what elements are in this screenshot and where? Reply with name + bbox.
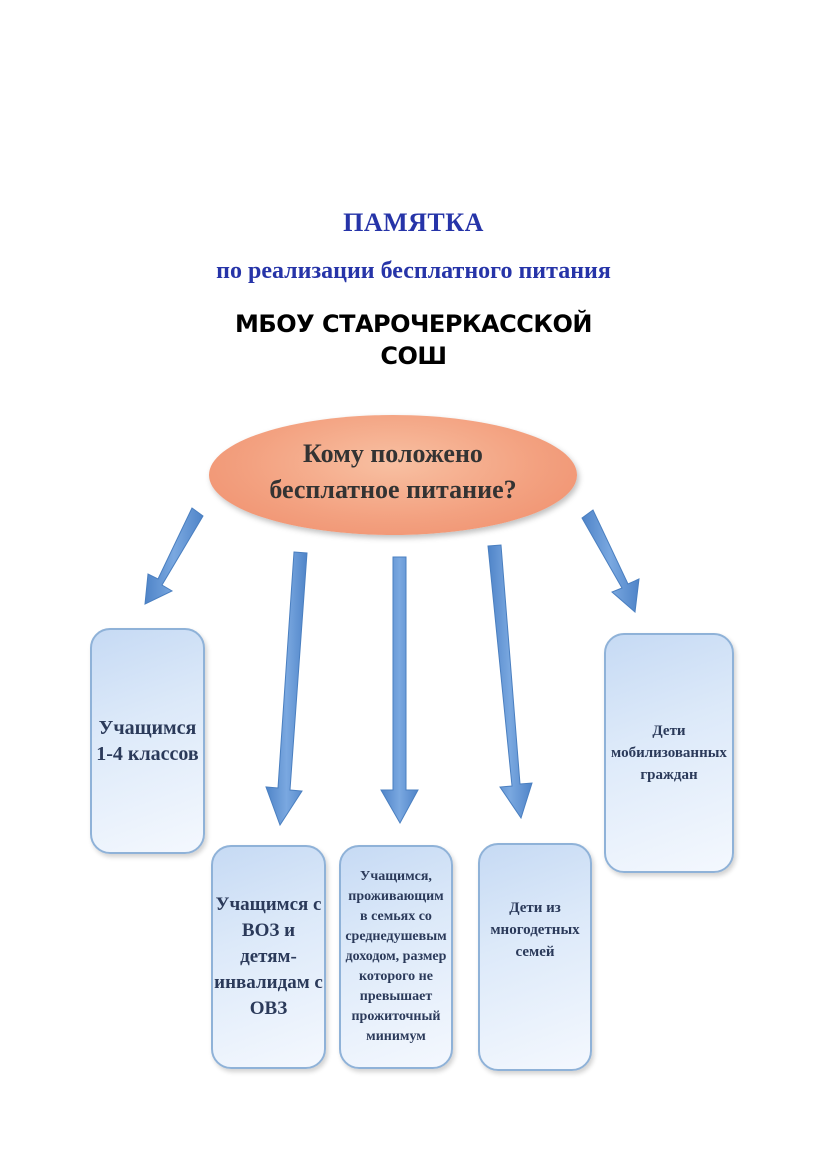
center-question-line1: Кому положено bbox=[303, 439, 483, 468]
category-label: Учащимся с ВОЗ и детям- инвалидам с ОВЗ bbox=[214, 894, 323, 1019]
category-label: Учащимся 1-4 классов bbox=[96, 717, 199, 765]
category-label: Учащимся, проживающим в семьях со средне… bbox=[345, 869, 447, 1044]
category-label: Дети мобилизованных граждан bbox=[611, 723, 727, 783]
category-box-large-families: Дети из многодетных семей bbox=[478, 843, 592, 1071]
arrow-to-large-families bbox=[487, 544, 533, 820]
memo-subtitle: по реализации бесплатного питания bbox=[216, 258, 611, 284]
arrow-to-mobilized-children bbox=[581, 509, 640, 613]
arrow-to-low-income bbox=[380, 556, 419, 825]
school-name-line2: СОШ bbox=[380, 342, 447, 370]
school-name-line1: МБОУ СТАРОЧЕРКАССКОЙ bbox=[235, 310, 592, 338]
center-ellipse bbox=[209, 415, 577, 535]
center-question-line2: бесплатное питание? bbox=[269, 475, 517, 504]
category-box-grade-1-4: Учащимся 1-4 классов bbox=[90, 628, 205, 854]
memo-title: ПАМЯТКА bbox=[343, 208, 484, 237]
category-box-low-income: Учащимся, проживающим в семьях со средне… bbox=[339, 845, 453, 1069]
school-name: МБОУ СТАРОЧЕРКАССКОЙ СОШ bbox=[0, 308, 827, 372]
category-box-disabled-students: Учащимся с ВОЗ и детям- инвалидам с ОВЗ bbox=[211, 845, 326, 1069]
arrow-to-disabled-students bbox=[265, 551, 308, 827]
category-label: Дети из многодетных семей bbox=[490, 900, 580, 960]
arrow-to-grade-1-4 bbox=[144, 507, 204, 605]
category-box-mobilized-children: Дети мобилизованных граждан bbox=[604, 633, 734, 873]
center-question: Кому положено бесплатное питание? bbox=[209, 436, 577, 508]
